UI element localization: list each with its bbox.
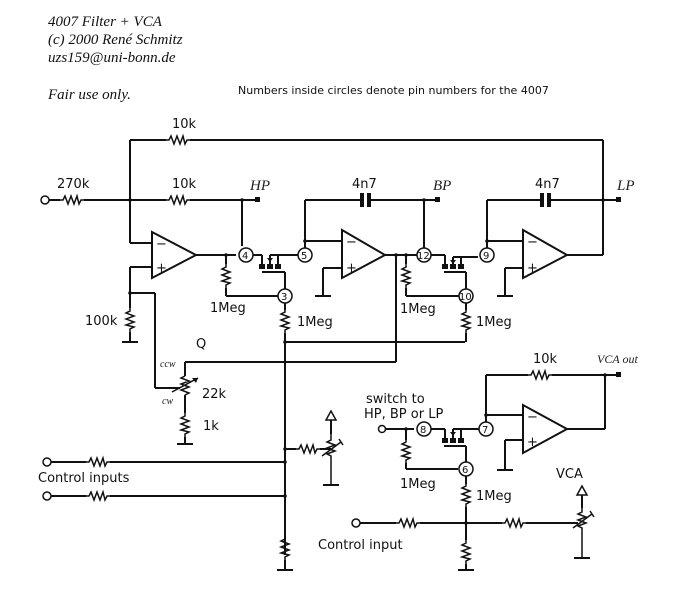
resistor-100k [125,307,135,333]
label-vca-out: VCA out [597,352,638,366]
label-1meg-d: 1Meg [476,315,512,330]
svg-text:−: − [527,235,538,250]
label-ccw: ccw [160,359,176,370]
label-vca-10k: 10k [533,352,558,367]
resistor-vca-offset [501,518,527,528]
label-1k: 1k [203,419,219,434]
label-hp: HP [249,178,270,194]
resistor-ground-cv [280,535,290,561]
label-1meg-c: 1Meg [400,302,436,317]
opamp-3: − + [522,228,570,280]
vca-output-terminal[interactable] [616,372,621,377]
offset-trimmer[interactable] [321,409,344,485]
resistor-1meg-b [280,308,290,334]
svg-text:8: 8 [420,425,426,436]
copyright: (c) 2000 René Schmitz [48,32,183,48]
svg-text:6: 6 [462,465,468,476]
resistor-ground-vca [461,539,471,565]
svg-text:10: 10 [459,292,472,303]
resistor-cv-2 [85,491,111,501]
label-1meg-a: 1Meg [210,301,246,316]
resistor-270k [59,195,85,205]
label-control-inputs: Control inputs [38,471,130,486]
svg-text:5: 5 [301,251,307,262]
svg-text:+: + [527,261,538,276]
pin-4: 4 [238,247,254,263]
pin-7: 7 [478,421,494,437]
label-switch-to: switch to [366,392,425,407]
resistor-1meg-f [461,482,471,508]
svg-text:9: 9 [483,251,489,262]
lp-output-terminal[interactable] [616,197,621,202]
label-270k: 270k [57,177,90,192]
label-cw: cw [162,396,173,407]
pin-12: 12 [416,247,432,263]
capacitor-4n7-b [540,193,551,207]
label-1meg-e: 1Meg [400,477,436,492]
svg-text:+: + [527,435,538,450]
svg-text:4: 4 [242,251,248,262]
resistor-1k [180,412,190,438]
label-4n7-b: 4n7 [535,177,560,192]
cmos-switch-3 [431,428,467,462]
pin-10: 10 [458,288,474,304]
cmos-switch-2 [431,254,478,289]
label-1meg-f: 1Meg [476,489,512,504]
label-q: Q [196,337,206,352]
svg-text:+: + [346,261,357,276]
vca-input-terminal[interactable] [377,424,387,434]
resistor-1meg-d [461,308,471,334]
bp-output-terminal[interactable] [435,197,440,202]
pin-6: 6 [458,461,474,477]
label-100k: 100k [85,314,118,329]
hp-output-terminal[interactable] [255,197,260,202]
pin-5: 5 [297,247,313,263]
label-vca: VCA [556,467,583,482]
resistor-offset [295,444,321,454]
resistor-vca-cv [395,518,421,528]
capacitor-4n7-a [360,193,371,207]
resistor-1meg-e [401,438,411,464]
resistor-cv-1 [85,457,111,467]
pin-9: 9 [479,247,495,263]
svg-text:7: 7 [482,425,488,436]
svg-text:+: + [156,261,167,276]
control-input-2[interactable] [42,491,52,501]
label-lp: LP [616,178,635,194]
svg-text:−: − [346,235,357,250]
resistor-1meg-a [221,263,231,289]
cmos-switch-1 [253,254,286,289]
email: uzs159@uni-bonn.de [48,50,176,66]
title: 4007 Filter + VCA [48,14,162,30]
label-22k: 22k [202,387,227,402]
opamp-vca: − + [522,403,570,455]
resistor-1meg-c [401,263,411,289]
pin-8: 8 [416,421,432,437]
svg-text:−: − [156,237,167,252]
label-10k-fb: 10k [172,177,197,192]
opamp-1: − + [151,230,199,280]
label-control-input: Control input [318,538,403,553]
svg-text:12: 12 [417,251,430,262]
opamp-2: − + [341,228,388,280]
vca-trimmer[interactable] [572,484,595,558]
pin-note: Numbers inside circles denote pin number… [238,84,549,97]
label-switch-options: HP, BP or LP [364,407,443,422]
resistor-10k-top [165,135,191,145]
license: Fair use only. [48,87,131,103]
input-terminal[interactable] [40,195,50,205]
vca-control-input[interactable] [351,518,361,528]
svg-text:3: 3 [281,292,287,303]
svg-text:−: − [527,410,538,425]
resistor-vca-fb-10k [527,370,553,380]
label-4n7-a: 4n7 [352,177,377,192]
label-10k-top: 10k [172,117,197,132]
control-input-1[interactable] [42,457,52,467]
pin-3: 3 [277,288,293,304]
potentiometer-22k[interactable] [171,375,199,396]
resistor-10k-fb [165,195,191,205]
label-bp: BP [433,178,451,194]
label-1meg-b: 1Meg [297,315,333,330]
